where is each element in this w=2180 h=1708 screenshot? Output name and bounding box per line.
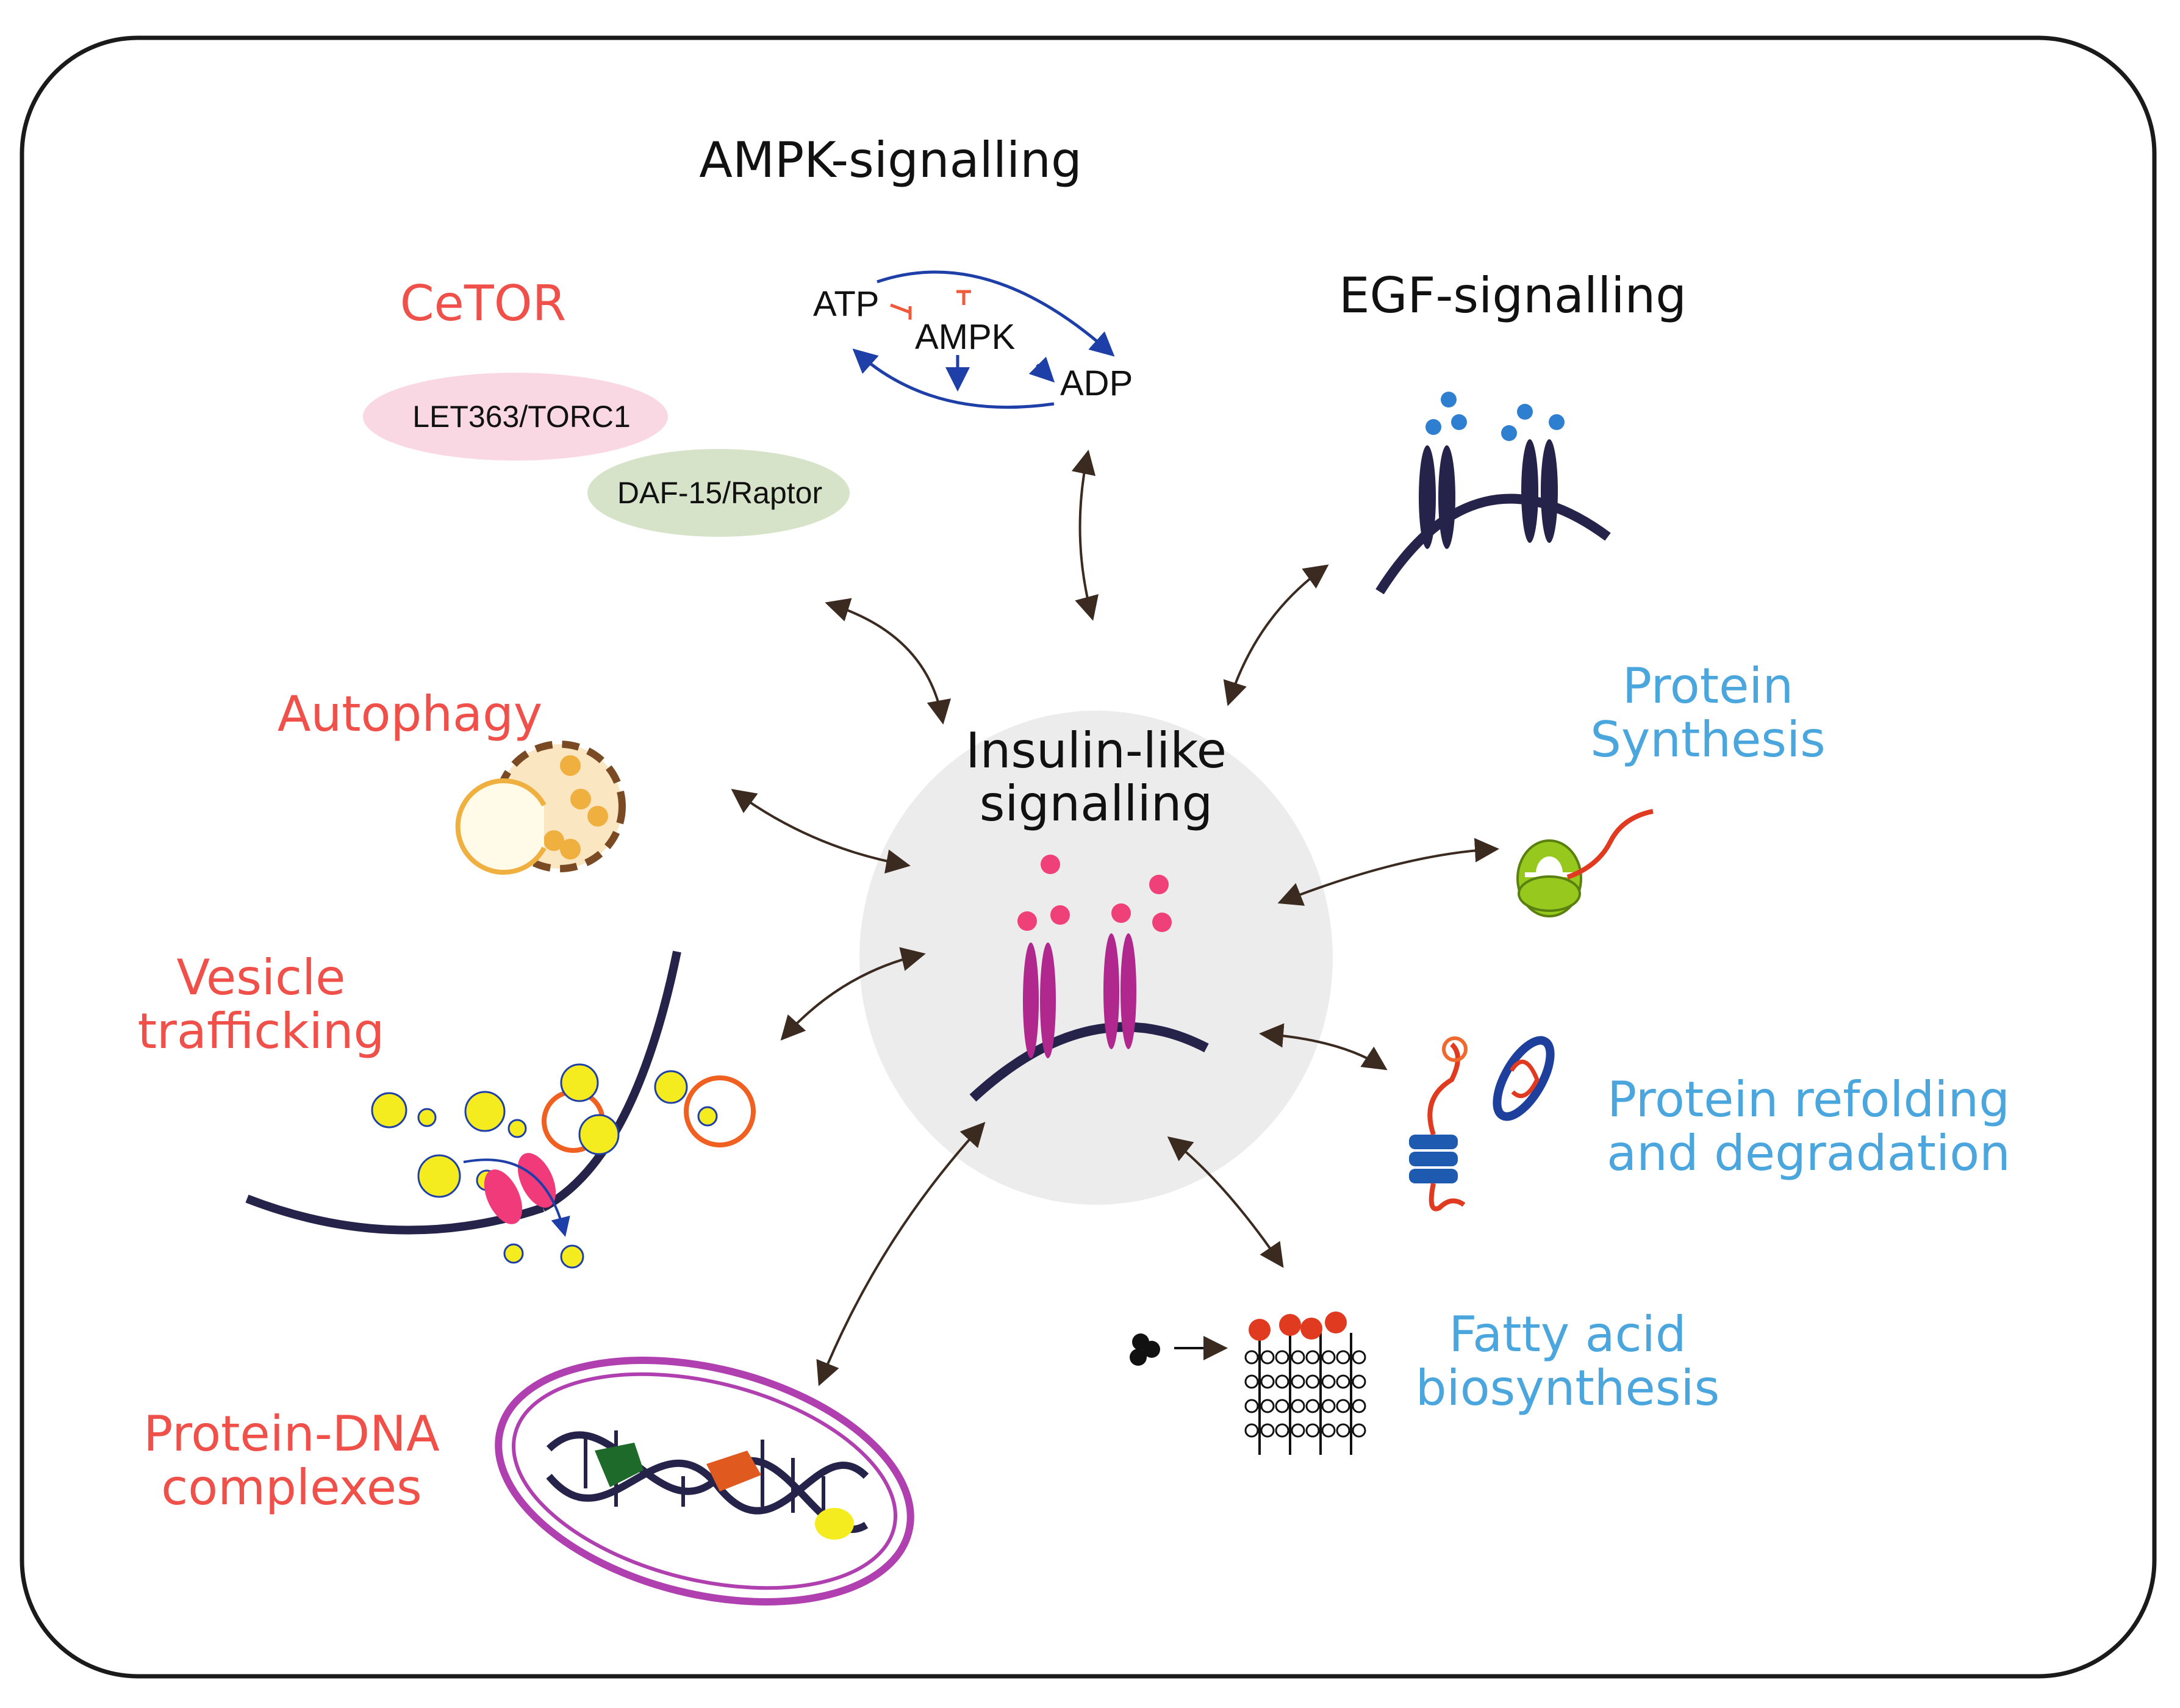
arrow-refolding-hub (1259, 1023, 1388, 1071)
vesicle-title-line1: Vesicle (176, 949, 345, 1006)
arrow-vesicle-hub (780, 947, 926, 1041)
refolding-title-line2: and degradation (1607, 1125, 2010, 1182)
protein-synthesis-title-line1: Protein (1622, 658, 1793, 714)
torc1-ellipse (363, 373, 668, 461)
arrow-ampk-hub (1071, 450, 1099, 621)
fatty-acid-title-line2: biosynthesis (1416, 1360, 1720, 1416)
arrow-fatty-hub (1167, 1136, 1284, 1268)
ampk-cycle-icon (852, 270, 1115, 409)
cetor-raptor-label: DAF-15/Raptor (617, 476, 822, 510)
arrow-autophagy-hub (731, 789, 911, 874)
egf-title: EGF-signalling (1339, 267, 1687, 324)
ribosome-icon (1516, 809, 1654, 917)
ampk-title: AMPK-signalling (699, 132, 1082, 188)
refolding-title-line1: Protein refolding (1607, 1071, 2010, 1128)
autophagosome-icon (455, 741, 626, 875)
cetor-torc1-label: LET363/TORC1 (412, 400, 631, 434)
proteasome-icon (1409, 1036, 1555, 1211)
raptor-ellipse (587, 449, 850, 537)
hub-ellipse (859, 711, 1333, 1205)
vesicle-title-line2: trafficking (138, 1003, 385, 1060)
protein-dna-title-line2: complexes (161, 1459, 421, 1516)
arrow-cetor-hub (825, 598, 952, 725)
arrow-synthesis-hub (1277, 838, 1499, 906)
ampk-atp-label: ATP (813, 284, 880, 324)
hub-title-line1: Insulin-like (966, 722, 1227, 779)
hub-title-line2: signalling (980, 775, 1213, 832)
egf-receptor-icon (1375, 392, 1611, 595)
vesicle-membrane-icon (245, 950, 756, 1269)
protein-synthesis-title-line2: Synthesis (1590, 711, 1826, 768)
nucleus-dna-icon (495, 1357, 914, 1606)
autophagy-title: Autophagy (278, 686, 542, 742)
ampk-ampk-label: AMPK (915, 317, 1016, 357)
arrow-dna-hub (816, 1122, 986, 1387)
fatty-acid-title-line1: Fatty acid (1449, 1306, 1686, 1363)
insulin-receptor-icon (969, 855, 1209, 1102)
ampk-adp-label: ADP (1060, 364, 1133, 403)
arrow-egf-hub (1223, 564, 1329, 706)
lipid-bilayer-icon (1130, 1312, 1366, 1455)
cetor-title: CeTOR (400, 275, 567, 332)
protein-dna-title-line1: Protein-DNA (143, 1405, 440, 1462)
